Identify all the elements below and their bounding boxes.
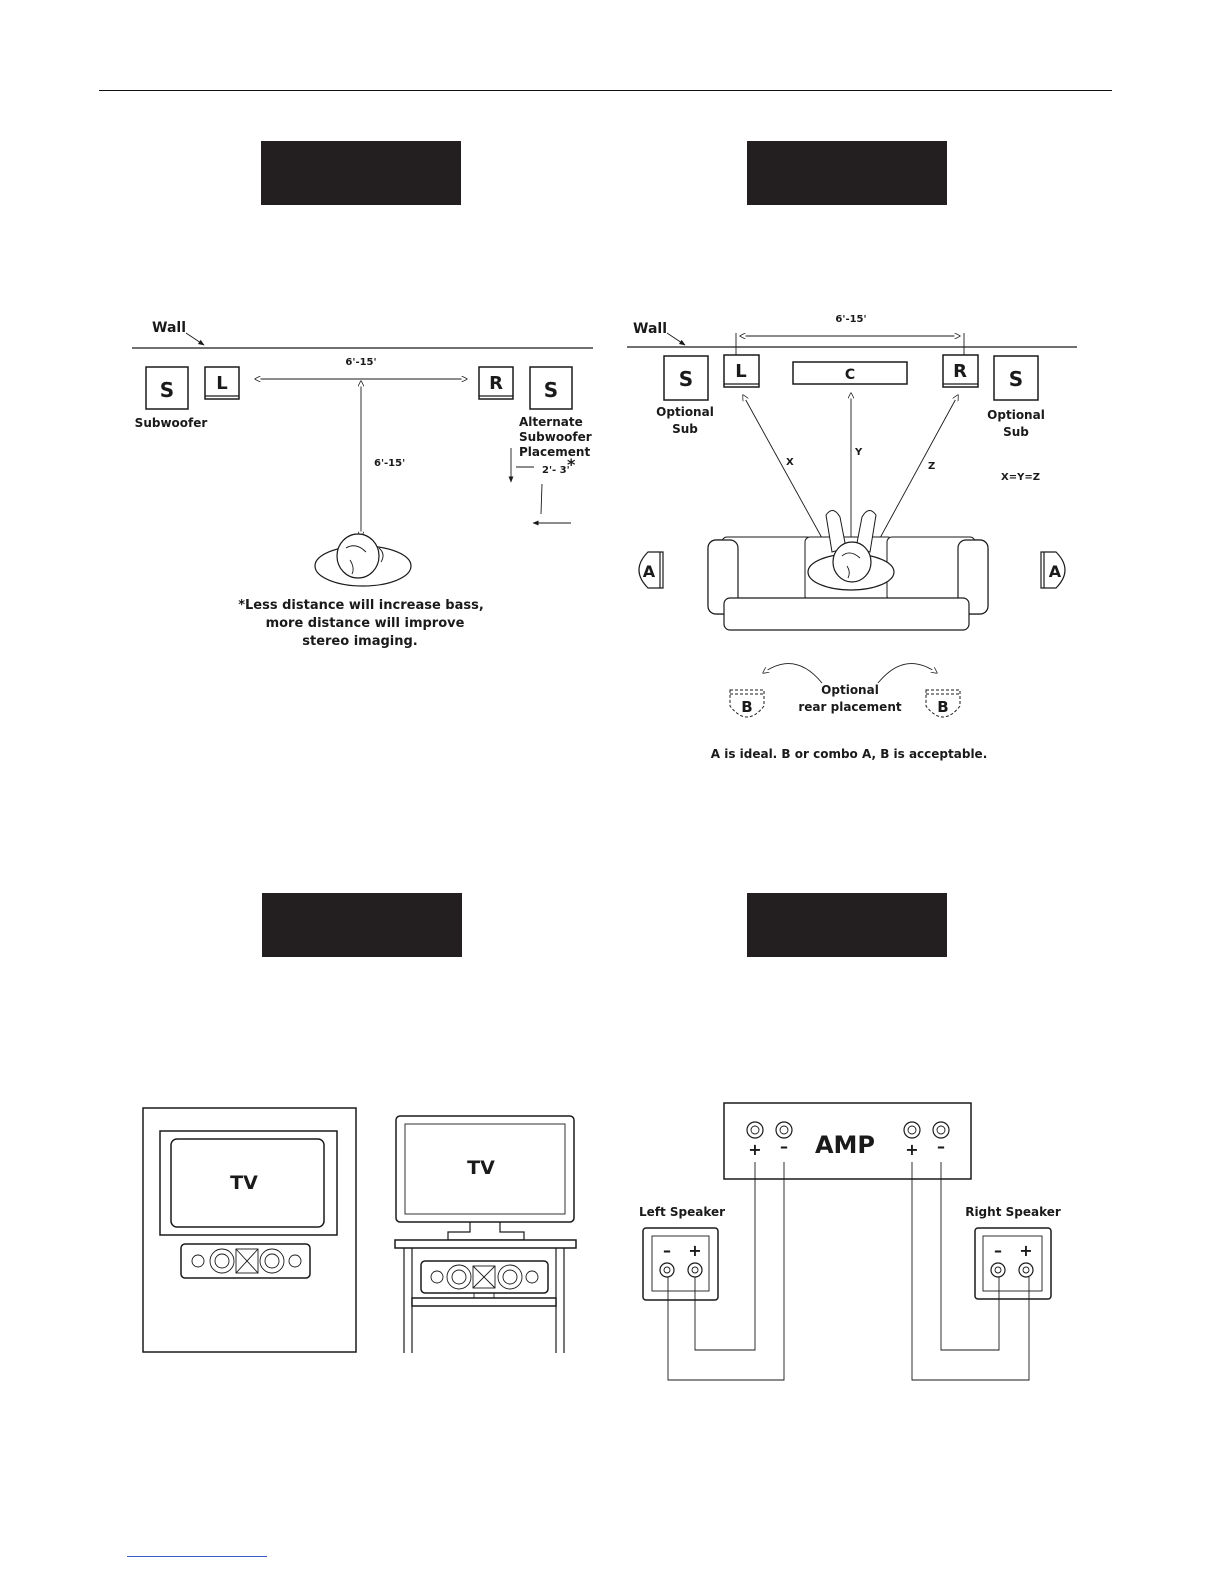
surround-right-b-speaker: B bbox=[925, 689, 961, 718]
stereo-alt-sub-letter: S bbox=[544, 378, 558, 402]
surround-label-x: X bbox=[786, 457, 794, 468]
surround-right-sub-label: Sub bbox=[1003, 425, 1029, 439]
surround-left-letter: L bbox=[735, 361, 746, 382]
surround-right-sub-letter: S bbox=[1009, 367, 1023, 391]
surround-right-b-letter: B bbox=[937, 698, 948, 716]
terminal-polarity-label: + bbox=[748, 1140, 761, 1159]
stereo-note-line-3: stereo imaging. bbox=[302, 634, 418, 649]
right-speaker-label: Right Speaker bbox=[965, 1205, 1061, 1219]
surround-label-y: Y bbox=[854, 447, 863, 458]
surround-right-speaker: R bbox=[942, 354, 979, 388]
surround-left-a-letter: A bbox=[643, 562, 656, 581]
stereo-right-speaker: R bbox=[478, 366, 514, 400]
stereo-distance-vertical: 6'-15' bbox=[374, 458, 405, 469]
stereo-note-line-1: *Less distance will increase bass, bbox=[238, 598, 484, 613]
stereo-right-letter: R bbox=[489, 373, 503, 394]
surround-left-speaker: L bbox=[723, 354, 760, 388]
surround-right-optional: Optional bbox=[987, 408, 1045, 422]
surround-listener bbox=[807, 510, 895, 591]
amp-left-minus-terminal: – bbox=[775, 1121, 793, 1156]
surround-rear-label-1: Optional bbox=[821, 683, 879, 697]
stereo-alt-label-1: Alternate bbox=[519, 415, 583, 429]
wall-mount-tv-label: TV bbox=[230, 1172, 258, 1194]
terminal-polarity-label: + bbox=[1019, 1241, 1032, 1260]
terminal-polarity-label: – bbox=[780, 1137, 788, 1156]
stereo-subwoofer-label: Subwoofer bbox=[135, 416, 208, 430]
amp-right-plus-terminal: + bbox=[903, 1121, 921, 1159]
surround-wall-label: Wall bbox=[633, 321, 667, 337]
surround-left-optional: Optional bbox=[656, 405, 714, 419]
right-speaker-terminal: – + bbox=[974, 1227, 1052, 1300]
stereo-subwoofer: S bbox=[145, 366, 189, 410]
terminal-polarity-label: – bbox=[663, 1241, 671, 1260]
stereo-note-line-2: more distance will improve bbox=[266, 616, 465, 631]
wall-mount-setup: TV bbox=[142, 1107, 357, 1353]
header-rule bbox=[99, 90, 1112, 91]
stereo-wall-label: Wall bbox=[152, 320, 186, 336]
surround-rear-label-2: rear placement bbox=[798, 700, 901, 714]
stand-tv-label: TV bbox=[467, 1157, 495, 1179]
amp-label: AMP bbox=[815, 1131, 875, 1159]
stand-center-speaker bbox=[420, 1260, 549, 1299]
surround-distance-top: 6'-15' bbox=[835, 314, 866, 325]
terminal-polarity-label: + bbox=[688, 1241, 701, 1260]
surround-right-a-speaker: A bbox=[1040, 551, 1066, 589]
surround-center-letter: C bbox=[845, 367, 855, 383]
surround-left-b-speaker: B bbox=[729, 689, 765, 718]
wiring-title-block bbox=[747, 893, 947, 957]
center-title-block bbox=[262, 893, 462, 957]
amplifier: AMP + – + – bbox=[723, 1102, 972, 1180]
surround-caption: A is ideal. B or combo A, B is acceptabl… bbox=[711, 747, 988, 761]
surround-label-z: Z bbox=[928, 461, 935, 472]
stereo-distance-asterisk: * bbox=[567, 455, 576, 474]
stereo-left-letter: L bbox=[216, 373, 227, 394]
sofa bbox=[707, 536, 989, 631]
stereo-alt-label-3: Placement bbox=[519, 445, 590, 459]
stereo-listener bbox=[314, 533, 412, 587]
surround-right-subwoofer: S bbox=[993, 355, 1039, 401]
stand-setup: TV bbox=[394, 1115, 577, 1353]
stereo-alt-subwoofer: S bbox=[529, 366, 573, 410]
stereo-sub-letter: S bbox=[160, 378, 174, 402]
stereo-distance-horizontal: 6'-15' bbox=[345, 357, 376, 368]
surround-left-b-letter: B bbox=[741, 698, 752, 716]
surround-left-a-speaker: A bbox=[638, 551, 664, 589]
terminal-polarity-label: + bbox=[905, 1140, 918, 1159]
surround-left-subwoofer: S bbox=[663, 355, 709, 401]
terminal-polarity-label: – bbox=[937, 1137, 945, 1156]
footer-link-underline bbox=[127, 1556, 267, 1557]
left-speaker-terminal: – + bbox=[642, 1227, 719, 1301]
left-speaker-label: Left Speaker bbox=[639, 1205, 725, 1219]
surround-right-letter: R bbox=[953, 361, 967, 382]
surround-right-a-letter: A bbox=[1049, 562, 1062, 581]
surround-left-sub-letter: S bbox=[679, 367, 693, 391]
stereo-title-block bbox=[261, 141, 461, 205]
terminal-polarity-label: – bbox=[994, 1241, 1002, 1260]
surround-left-sub-label: Sub bbox=[672, 422, 698, 436]
stereo-distance-wall: 2'- 3' bbox=[542, 465, 570, 476]
surround-center-speaker: C bbox=[792, 361, 908, 385]
stereo-alt-label-2: Subwoofer bbox=[519, 430, 592, 444]
amp-left-plus-terminal: + bbox=[746, 1121, 764, 1159]
amp-right-minus-terminal: – bbox=[932, 1121, 950, 1156]
wall-mount-center-speaker bbox=[180, 1243, 311, 1279]
speaker-wires bbox=[667, 1162, 1030, 1381]
stereo-left-speaker: L bbox=[204, 366, 240, 400]
surround-title-block bbox=[747, 141, 947, 205]
surround-equation: X=Y=Z bbox=[1001, 472, 1040, 483]
